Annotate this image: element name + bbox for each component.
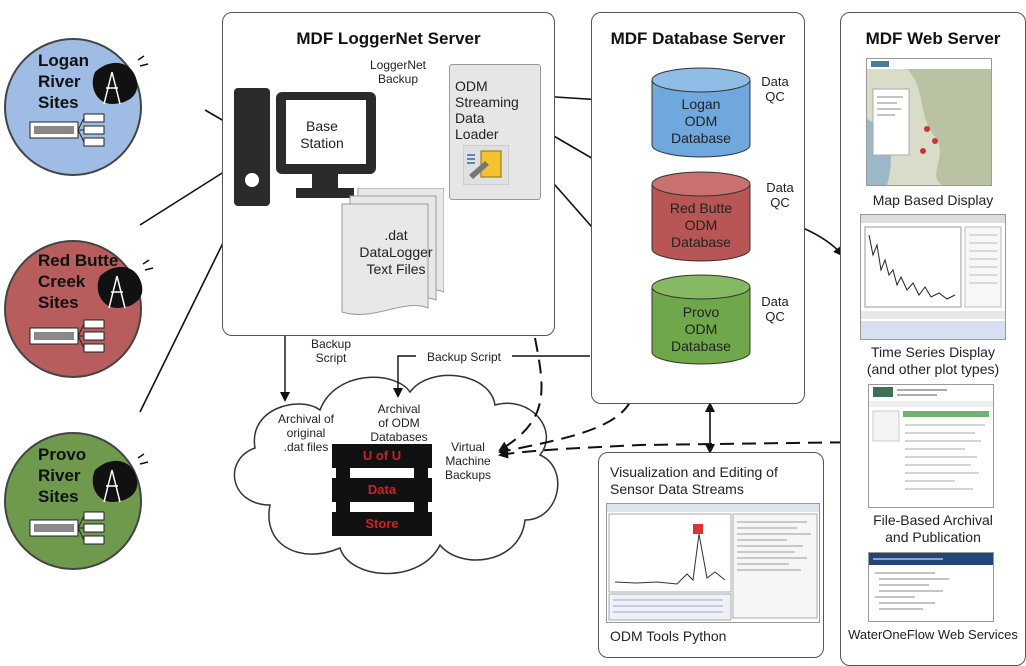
vm-backups-label: Virtual Machine Backups	[444, 440, 492, 482]
redbutte-db-label: Red Butte ODM Database	[669, 200, 733, 250]
loggernet-server-title: MDF LoggerNet Server	[296, 29, 481, 48]
site-label-logan: Logan River Sites	[38, 51, 89, 112]
web-server-title: MDF Web Server	[865, 29, 1001, 48]
map-display-screenshot	[866, 58, 992, 186]
arrow-backup-script-2	[393, 355, 590, 398]
datastore-label-data: Data	[367, 482, 397, 497]
archival-dat-label: Archival of original .dat files	[277, 412, 335, 454]
provo-db-cylinder	[651, 274, 751, 365]
data-store-icon	[332, 444, 432, 536]
arrow-db-to-web	[802, 227, 844, 257]
arrow-redbutte-to-base	[139, 161, 240, 226]
logan-river-sites	[4, 38, 142, 176]
red-butte-creek-sites	[4, 240, 142, 378]
datastore-label-store: Store	[365, 516, 399, 531]
loggernet-backup-label: LoggerNet Backup	[369, 58, 427, 86]
qc-label-logan: Data QC	[761, 74, 789, 104]
file-archival-screenshot	[868, 384, 994, 508]
datastore-label-uofu: U of U	[362, 448, 402, 463]
odm-tools-screenshot	[606, 503, 820, 623]
qc-label-provo: Data QC	[761, 294, 789, 324]
provo-db-label: Provo ODM Database	[671, 304, 731, 354]
base-station-computer-icon	[234, 88, 376, 206]
logan-db-cylinder	[651, 67, 751, 158]
site-label-provo: Provo River Sites	[38, 445, 87, 506]
odm-tools-caption: ODM Tools Python	[610, 628, 727, 644]
wateroneflow-screenshot	[868, 552, 994, 622]
archival-odm-label: Archival of ODM Databases	[370, 402, 428, 444]
base-station-label: Base Station	[300, 118, 344, 151]
loader-label: ODM Streaming Data Loader	[455, 78, 519, 142]
dashed-vm-from-dbserver	[498, 401, 631, 456]
database-server-title: MDF Database Server	[610, 29, 786, 48]
backup-script-label-2: Backup Script	[416, 350, 512, 365]
caption-map-display: Map Based Display	[872, 192, 994, 208]
dashed-vm-from-loggernet	[498, 337, 543, 452]
odm-tools-title: Visualization and Editing of Sensor Data…	[610, 464, 778, 497]
datalogger-text-files-icon	[341, 188, 444, 315]
backup-script-label-1: Backup Script	[310, 337, 352, 365]
text-files-label: .dat DataLogger Text Files	[359, 227, 433, 277]
dashed-vm-from-web	[498, 439, 1021, 459]
loader-wrench-icon	[463, 145, 509, 185]
site-label-redbutte: Red Butte Creek Sites	[38, 251, 119, 312]
caption-wateroneflow: WaterOneFlow Web Services	[848, 627, 1018, 642]
db-cylinders	[651, 67, 751, 365]
redbutte-db-cylinder	[651, 171, 751, 262]
qc-label-redbutte: Data QC	[766, 180, 794, 210]
logan-db-label: Logan ODM Database	[671, 96, 731, 146]
caption-time-series: Time Series Display (and other plot type…	[866, 344, 1000, 377]
time-series-screenshot	[860, 214, 1006, 340]
caption-file-archival: File-Based Archival and Publication	[873, 512, 993, 545]
backup-cloud	[233, 374, 559, 575]
